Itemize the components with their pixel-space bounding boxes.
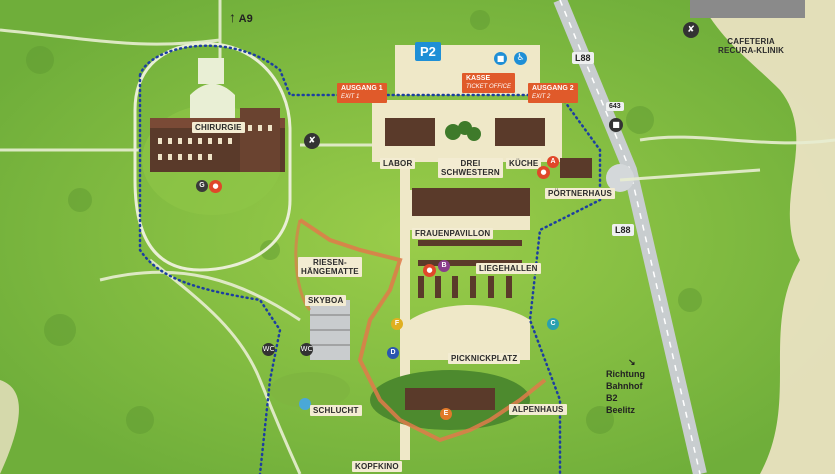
marker-f[interactable]: F xyxy=(391,318,403,330)
label-haengematte: HÄNGEMATTE xyxy=(301,267,359,276)
marker-e[interactable]: E xyxy=(440,408,452,420)
restaurant-icon: ✘ xyxy=(683,22,699,38)
direction-line-2: Bahnhof xyxy=(606,381,643,391)
label-schwestern: SCHWESTERN xyxy=(441,168,500,177)
bus-icon: ■ xyxy=(494,52,507,65)
direction-line-4: Beelitz xyxy=(606,405,636,415)
label-picknickplatz: PICKNICKPLATZ xyxy=(448,353,521,364)
marker-b[interactable]: B xyxy=(438,260,450,272)
toilet-icon: WC xyxy=(300,343,313,356)
parking-p2: P2 xyxy=(415,42,441,61)
label-poertnerhaus: PÖRTNERHAUS xyxy=(545,188,615,199)
exit-1-label: AUSGANG 1 xyxy=(341,85,383,92)
playground-icon: ● xyxy=(537,166,550,179)
direction-sign: ↘ Richtung Bahnhof B2 Beelitz xyxy=(606,356,645,416)
label-labor: LABOR xyxy=(380,158,416,169)
arrow-down-icon: ↘ xyxy=(628,357,636,367)
exit-2-sign: AUSGANG 2 EXIT 2 xyxy=(528,83,578,103)
label-skyboa: SKYBOA xyxy=(305,295,347,306)
exit-1-sub: EXIT 1 xyxy=(341,94,360,100)
bus-stop-icon: ■ xyxy=(609,118,623,132)
toilet-icon: WC xyxy=(262,343,275,356)
wheelchair-icon: ♿ xyxy=(514,52,527,65)
direction-line-1: Richtung xyxy=(606,369,645,379)
road-643: 643 xyxy=(606,102,624,111)
marker-g[interactable]: G xyxy=(196,180,208,192)
marker-a[interactable]: A xyxy=(547,156,559,168)
exit-2-sub: EXIT 2 xyxy=(532,94,551,100)
restaurant-icon: ✘ xyxy=(304,133,320,149)
road-l88-north: L88 xyxy=(572,52,594,64)
ticket-label: KASSE xyxy=(466,75,491,82)
exit-1-sign: AUSGANG 1 EXIT 1 xyxy=(337,83,387,103)
label-kueche: KÜCHE xyxy=(506,158,542,169)
direction-line-3: B2 xyxy=(606,393,618,403)
label-alpenhaus: ALPENHAUS xyxy=(509,404,567,415)
marker-d[interactable]: D xyxy=(387,347,399,359)
exit-2-label: AUSGANG 2 xyxy=(532,85,574,92)
label-recura-klinik: RECURA-KLINIK xyxy=(718,46,785,55)
arrow-up-icon: ↑ xyxy=(229,9,236,25)
label-drei: DREI xyxy=(460,159,481,168)
highway-a9-sign: ↑ A9 xyxy=(226,8,256,26)
label-drei-schwestern: DREI SCHWESTERN xyxy=(438,158,503,178)
label-cafeteria: CAFETERIA RECURA-KLINIK xyxy=(715,36,787,56)
label-frauenpavillon: FRAUENPAVILLON xyxy=(412,228,494,239)
playground-icon: ● xyxy=(209,180,222,193)
label-kopfkino: KOPFKINO xyxy=(352,461,402,472)
label-riesen-haengematte: RIESEN- HÄNGEMATTE xyxy=(298,257,362,277)
road-l88-south: L88 xyxy=(612,224,634,236)
label-liegehallen: LIEGEHALLEN xyxy=(476,263,541,274)
marker-c[interactable]: C xyxy=(547,318,559,330)
label-cafeteria-line1: CAFETERIA xyxy=(727,37,775,46)
highway-label: A9 xyxy=(238,13,253,25)
ticket-office-sign: KASSE TICKET OFFICE xyxy=(462,73,515,93)
ticket-sub: TICKET OFFICE xyxy=(466,84,511,90)
label-schlucht: SCHLUCHT xyxy=(310,405,362,416)
label-riesen: RIESEN- xyxy=(313,258,347,267)
playground-icon: ● xyxy=(423,264,436,277)
label-chirurgie: CHIRURGIE xyxy=(192,122,245,133)
